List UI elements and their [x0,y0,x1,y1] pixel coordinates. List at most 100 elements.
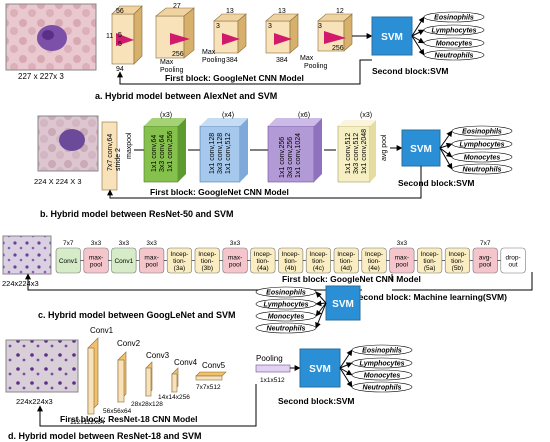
conv5-top: 12 [336,8,344,15]
conv4-inner: 3 [268,23,272,30]
googlenet-layer-label: max- [228,254,242,261]
svm-label-c: SVM [332,299,354,310]
googlenet-layer-label: Incep- [421,251,439,258]
class-d-3: Neutrophils [363,385,402,392]
class-b-3: Neutrophils [463,167,502,174]
conv4-top: 13 [278,8,286,15]
pool-label-3b: Pooling [304,63,327,70]
googlenet-layer-kernel: 3x3 [397,240,408,247]
sample-image-c [2,235,52,275]
svm-label-b: SVM [410,144,432,155]
pool-label-1b: Pooling [160,67,183,74]
second-block-b: Second block:SVM [398,178,475,188]
googlenet-layer: drop-out [500,247,526,274]
resnet18-conv1: Conv1 112x112x64 [70,326,114,426]
conv1-top: 56 [116,8,124,15]
classes-d: Eosinophils Lymphocytes Monocytes Neutro… [339,344,413,393]
conv-block-2: 27 256 [155,3,195,59]
googlenet-layer-label: pool [90,261,103,268]
caption-c: c. Hybrid model between GoogLeNet and SV… [38,310,236,320]
googlenet-layer-label: tion- [312,258,325,265]
conv1-left: 11 [106,33,113,40]
second-block-c: Second block: Machine learning(SVM) [353,292,507,302]
googlenet-layer-label: (4c) [313,265,324,272]
resnet18-conv4: Conv4 14x14x256 [158,358,198,401]
conv4-dims: 14x14x256 [158,394,190,401]
googlenet-layer-label: avg- [479,254,492,261]
googlenet-layer-label: (4d) [340,265,352,272]
conv1-bottom: 94 [116,66,124,73]
conv5-dims: 7x7x512 [196,384,221,391]
pool-label-2b: Pooling [202,57,225,64]
googlenet-layer: Incep-tion-(4e) [361,247,390,274]
googlenet-layer-label: pool [146,261,159,268]
googlenet-layer-label: tion- [284,258,297,265]
googlenet-layer: Incep-tion-(3b) [194,247,223,274]
caption-a: a. Hybrid model between AlexNet and SVM [95,91,277,101]
class-c-1: Lymphocytes [263,302,308,309]
class-c-3: Neutrophils [267,326,306,333]
googlenet-layer-label: tion- [257,258,270,265]
googlenet-layer: Incep-tion-(5a) [417,247,446,274]
googlenet-layer-label: (3b) [201,265,213,272]
conv1-name: Conv1 [90,326,114,335]
googlenet-layer: Incep-tion-(4d) [333,247,362,274]
conv-block-4: 13 3 384 [265,8,299,64]
pool-label-2a: Max [202,49,216,56]
yellow-l1: 1x1 conv,512 [345,133,352,174]
caption-d: d. Hybrid model between ResNet-18 and SV… [8,431,202,441]
googlenet-layer: Incep-tion-(5b) [444,247,473,274]
input-size-a: 227 x 227x 3 [18,72,64,81]
input-size-b: 224 X 224 X 3 [34,177,82,186]
conv-block-5: 12 3 256 [317,8,353,52]
stage-purple: (x6) 1x1 conv,256 3x3 conv,256 1x1 conv,… [267,112,322,183]
blue-l3: 1x1 conv,512 [225,133,232,174]
conv1-k2: 5 [118,41,122,48]
googlenet-layer-label: Incep- [337,251,355,258]
green-l2: 3x3 conv,64 [159,135,166,172]
avg-pool-b: avg pool [381,134,388,161]
mult-green: (x3) [160,112,172,119]
sample-image-b [37,115,99,172]
class-b-0: Eosinophils [462,129,502,136]
class-a-0: Eosinophils [434,15,474,22]
conv3-bottom: 384 [226,57,238,64]
googlenet-layer-label: (4a) [257,265,269,272]
section-c: 224x224x3 7x7Conv13x3max-pool3x3Conv13x3… [2,235,533,334]
googlenet-layer: Incep-tion-(3a) [166,247,195,274]
googlenet-layer-label: tion- [423,258,436,265]
input-size-c: 224x224x3 [2,279,39,288]
stem-label-1: 7x7 conv,64 [107,134,114,171]
first-block-b: First block: GoogleNet CNN Model [150,187,289,197]
conv2-dims: 56x56x64 [103,408,132,415]
conv2-bottom: 256 [172,51,184,58]
stem-label-3: maxpool [126,132,133,159]
conv2-name: Conv2 [117,339,141,348]
svm-box-b: SVM [401,129,441,167]
googlenet-layer-kernel: 7x7 [480,240,491,247]
googlenet-layer-label: (4b) [285,265,297,272]
googlenet-layer-label: tion- [340,258,353,265]
resnet18-conv3: Conv3 28x28x128 [131,351,170,408]
googlenet-layer-label: pool [229,261,242,268]
classes-a: Eosinophils Lymphocytes Monocytes Neutro… [411,11,485,61]
second-block-a: Second block:SVM [372,66,449,76]
googlenet-layer-label: (5b) [452,265,464,272]
googlenet-layer-label: pool [479,261,492,268]
classes-c: Eosinophils Lymphocytes Monocytes Neutro… [255,286,327,334]
googlenet-layer-label: pool [396,261,409,268]
classes-b: Eosinophils Lymphocytes Monocytes Neutro… [439,125,513,175]
yellow-l3: 1x1 conv,2048 [361,129,368,174]
svm-box-d: SVM [299,348,341,388]
class-a-1: Lymphocytes [431,28,476,35]
conv3-dims: 28x28x128 [131,401,163,408]
section-a: 227 x 227x 3 56 5 5 11 94 27 256 [5,3,485,101]
purple-l1: 1x1 conv,256 [279,137,286,178]
sample-image-d [5,339,79,393]
googlenet-layer-label: (4e) [368,265,380,272]
class-a-2: Monocytes [436,41,473,48]
